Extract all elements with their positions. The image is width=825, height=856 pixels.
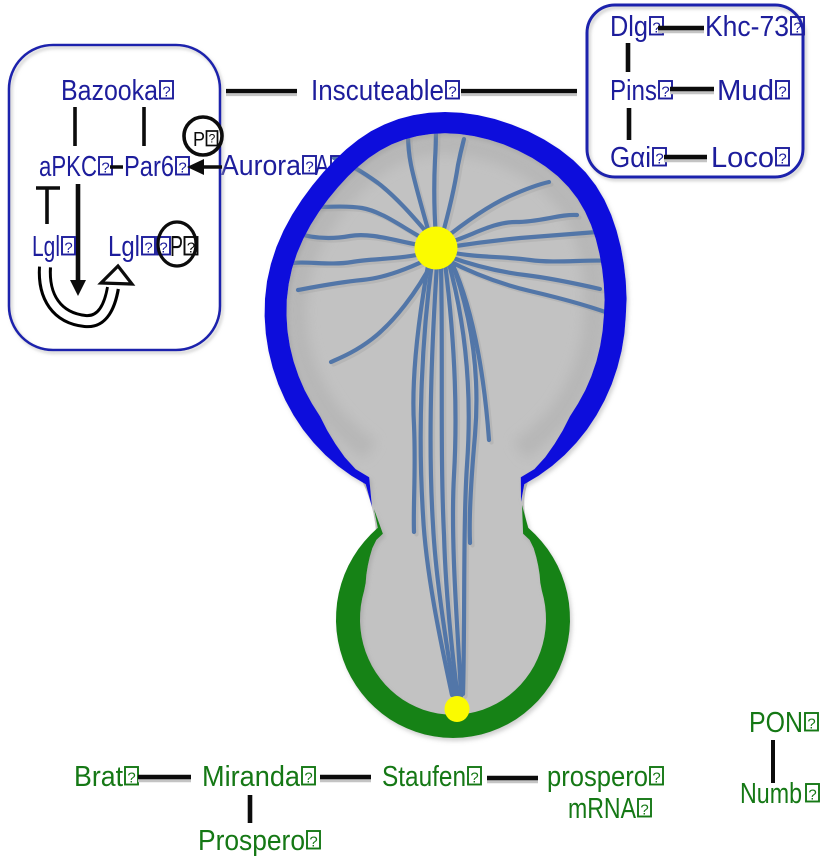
svg-text:?: ? xyxy=(470,769,478,786)
svg-text:?: ? xyxy=(309,833,317,850)
svg-text:?: ? xyxy=(144,239,152,256)
svg-text:Lgl: Lgl xyxy=(108,231,140,263)
svg-text:?: ? xyxy=(187,239,195,256)
svg-text:Mud: Mud xyxy=(717,75,774,107)
svg-text:?: ? xyxy=(304,769,312,786)
svg-text:?: ? xyxy=(64,239,72,256)
svg-text:Staufen: Staufen xyxy=(382,761,466,793)
svg-text:?: ? xyxy=(808,786,816,803)
svg-text:?: ? xyxy=(159,239,167,256)
svg-text:Gαi: Gαi xyxy=(610,142,651,174)
svg-text:?: ? xyxy=(793,19,801,36)
svg-text:Prospero: Prospero xyxy=(198,825,305,856)
svg-text:?: ? xyxy=(101,159,109,176)
svg-text:aPKC: aPKC xyxy=(39,151,97,183)
svg-text:?: ? xyxy=(661,83,669,100)
svg-text:PON: PON xyxy=(749,707,803,739)
svg-text:?: ? xyxy=(778,83,786,100)
svg-text:Inscuteable: Inscuteable xyxy=(311,75,444,107)
svg-text:?: ? xyxy=(209,131,216,145)
svg-text:Khc-73: Khc-73 xyxy=(705,11,789,43)
svg-text:?: ? xyxy=(655,150,663,167)
svg-text:Bazooka: Bazooka xyxy=(61,75,159,107)
svg-text:?: ? xyxy=(652,19,660,36)
svg-text:Par6: Par6 xyxy=(124,151,174,183)
svg-text:prospero: prospero xyxy=(547,761,648,793)
svg-text:Aurora: Aurora xyxy=(221,150,302,182)
svg-text:mRNA: mRNA xyxy=(568,793,637,825)
svg-text:?: ? xyxy=(162,83,170,100)
svg-text:Lgl: Lgl xyxy=(32,231,60,263)
svg-text:P: P xyxy=(170,231,183,263)
svg-text:?: ? xyxy=(448,83,456,100)
svg-text:Miranda: Miranda xyxy=(202,761,301,793)
svg-text:?: ? xyxy=(127,769,135,786)
svg-text:Numb: Numb xyxy=(740,778,802,810)
svg-text:Dlg: Dlg xyxy=(610,11,648,43)
svg-text:?: ? xyxy=(778,150,786,167)
svg-text:Pins: Pins xyxy=(610,75,657,107)
svg-text:Brat: Brat xyxy=(74,761,123,793)
svg-text:?: ? xyxy=(652,769,660,786)
svg-text:P: P xyxy=(193,129,205,151)
svg-text:?: ? xyxy=(178,159,186,176)
svg-text:?: ? xyxy=(640,801,648,818)
svg-text:?: ? xyxy=(305,158,313,175)
svg-text:Loco: Loco xyxy=(711,142,774,174)
svg-text:?: ? xyxy=(807,715,815,732)
